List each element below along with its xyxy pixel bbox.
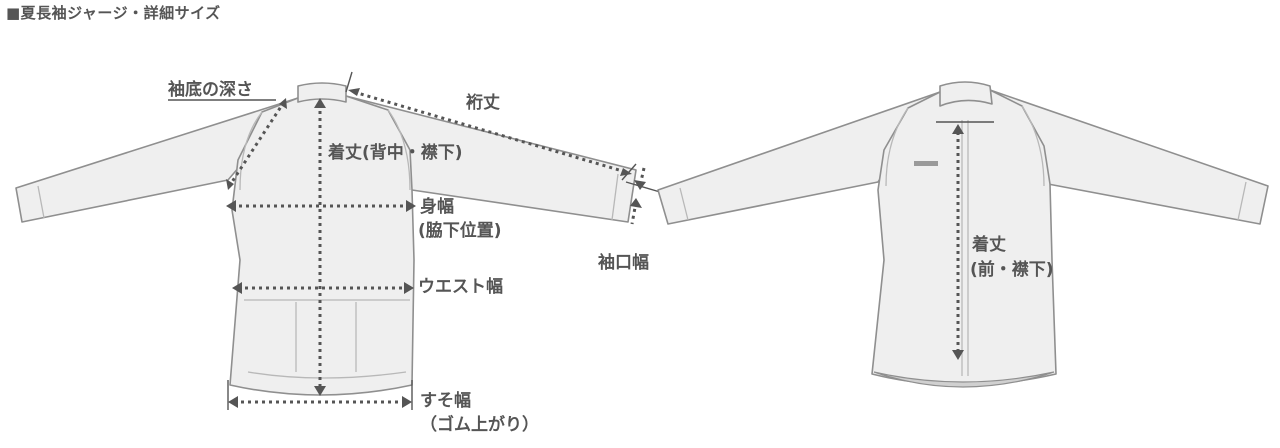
- back-view-jersey: [15, 82, 637, 396]
- label-hem-width: すそ幅: [420, 390, 471, 411]
- label-chest-width: 身幅: [420, 196, 454, 217]
- front-view-jersey: [657, 81, 1269, 388]
- label-chest-width-note: (脇下位置): [418, 220, 502, 241]
- front-dimension-lines: [936, 121, 994, 360]
- label-front-length: 着丈: [971, 234, 1006, 255]
- page-title: ■夏長袖ジャージ・詳細サイズ: [6, 4, 221, 22]
- label-back-length: 着丈(背中・襟下): [327, 142, 463, 163]
- label-front-length-note: (前・襟下): [970, 259, 1054, 280]
- label-cuff-width: 袖口幅: [598, 252, 649, 273]
- label-waist-width: ウエスト幅: [418, 276, 503, 297]
- label-sleeve-depth: 袖底の深さ: [168, 79, 253, 100]
- label-hem-width-note: （ゴム上がり）: [420, 414, 539, 435]
- logo-icon: [914, 161, 938, 166]
- dimension-lines: [168, 71, 661, 410]
- label-sleeve-length: 裄丈: [465, 93, 500, 113]
